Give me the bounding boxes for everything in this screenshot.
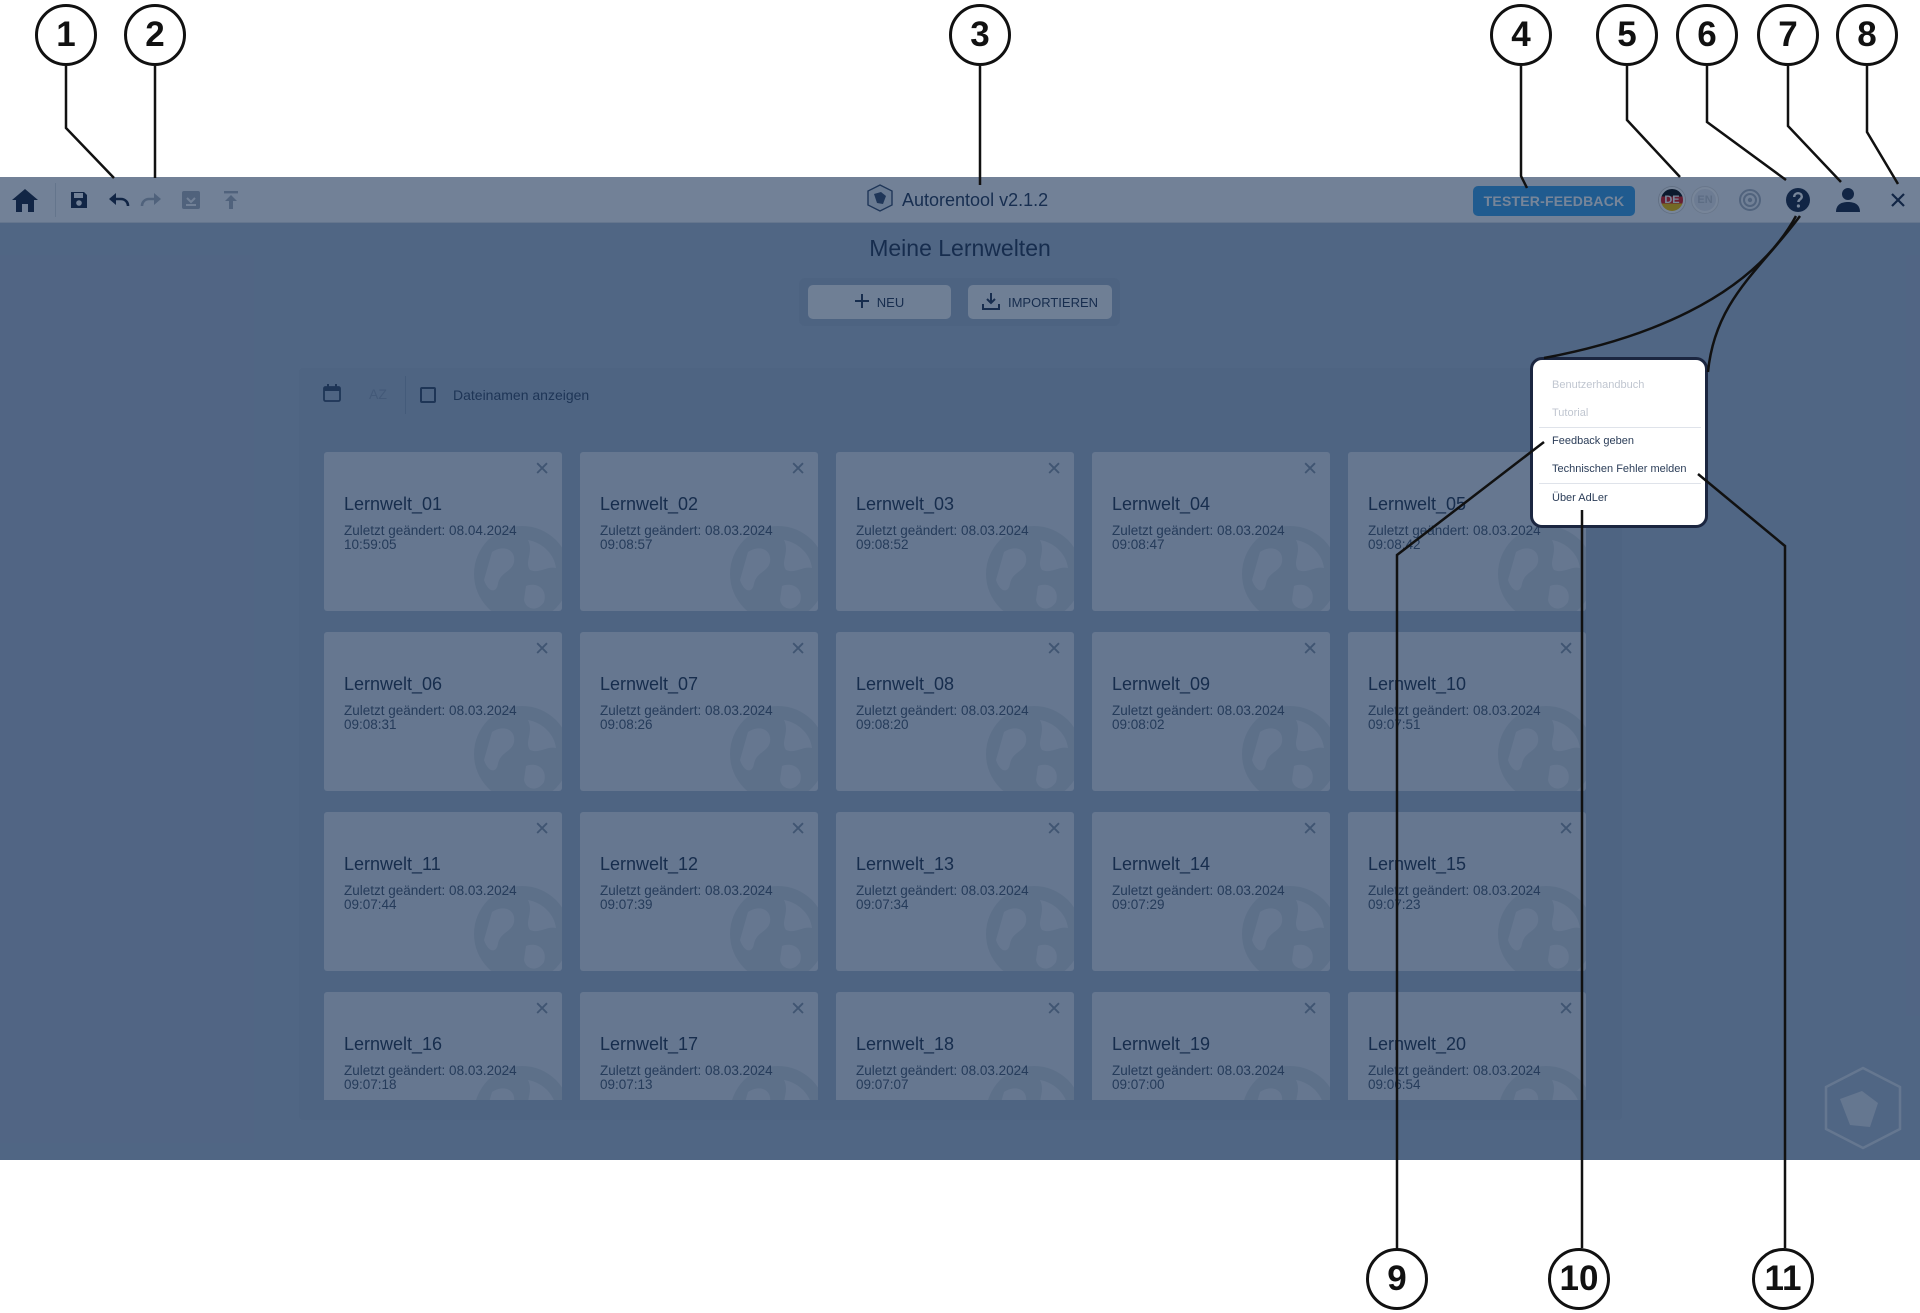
- menu-item-user-manual[interactable]: Benutzerhandbuch: [1552, 379, 1645, 391]
- callout-11: 11: [1752, 1248, 1814, 1310]
- menu-divider: [1539, 427, 1701, 428]
- menu-item-about-adler[interactable]: Über AdLer: [1552, 492, 1608, 504]
- menu-item-report-bug[interactable]: Technischen Fehler melden: [1552, 463, 1687, 475]
- callout-8: 8: [1836, 4, 1898, 66]
- menu-item-feedback[interactable]: Feedback geben: [1552, 435, 1634, 447]
- help-menu: Benutzerhandbuch Tutorial Feedback geben…: [1530, 357, 1708, 528]
- menu-divider: [1539, 483, 1701, 484]
- callout-6: 6: [1676, 4, 1738, 66]
- menu-item-tutorial[interactable]: Tutorial: [1552, 407, 1589, 419]
- callout-7: 7: [1757, 4, 1819, 66]
- callout-5: 5: [1596, 4, 1658, 66]
- callout-2: 2: [124, 4, 186, 66]
- callout-4: 4: [1490, 4, 1552, 66]
- callout-1: 1: [35, 4, 97, 66]
- callout-3: 3: [949, 4, 1011, 66]
- callout-10: 10: [1548, 1248, 1610, 1310]
- callout-9: 9: [1366, 1248, 1428, 1310]
